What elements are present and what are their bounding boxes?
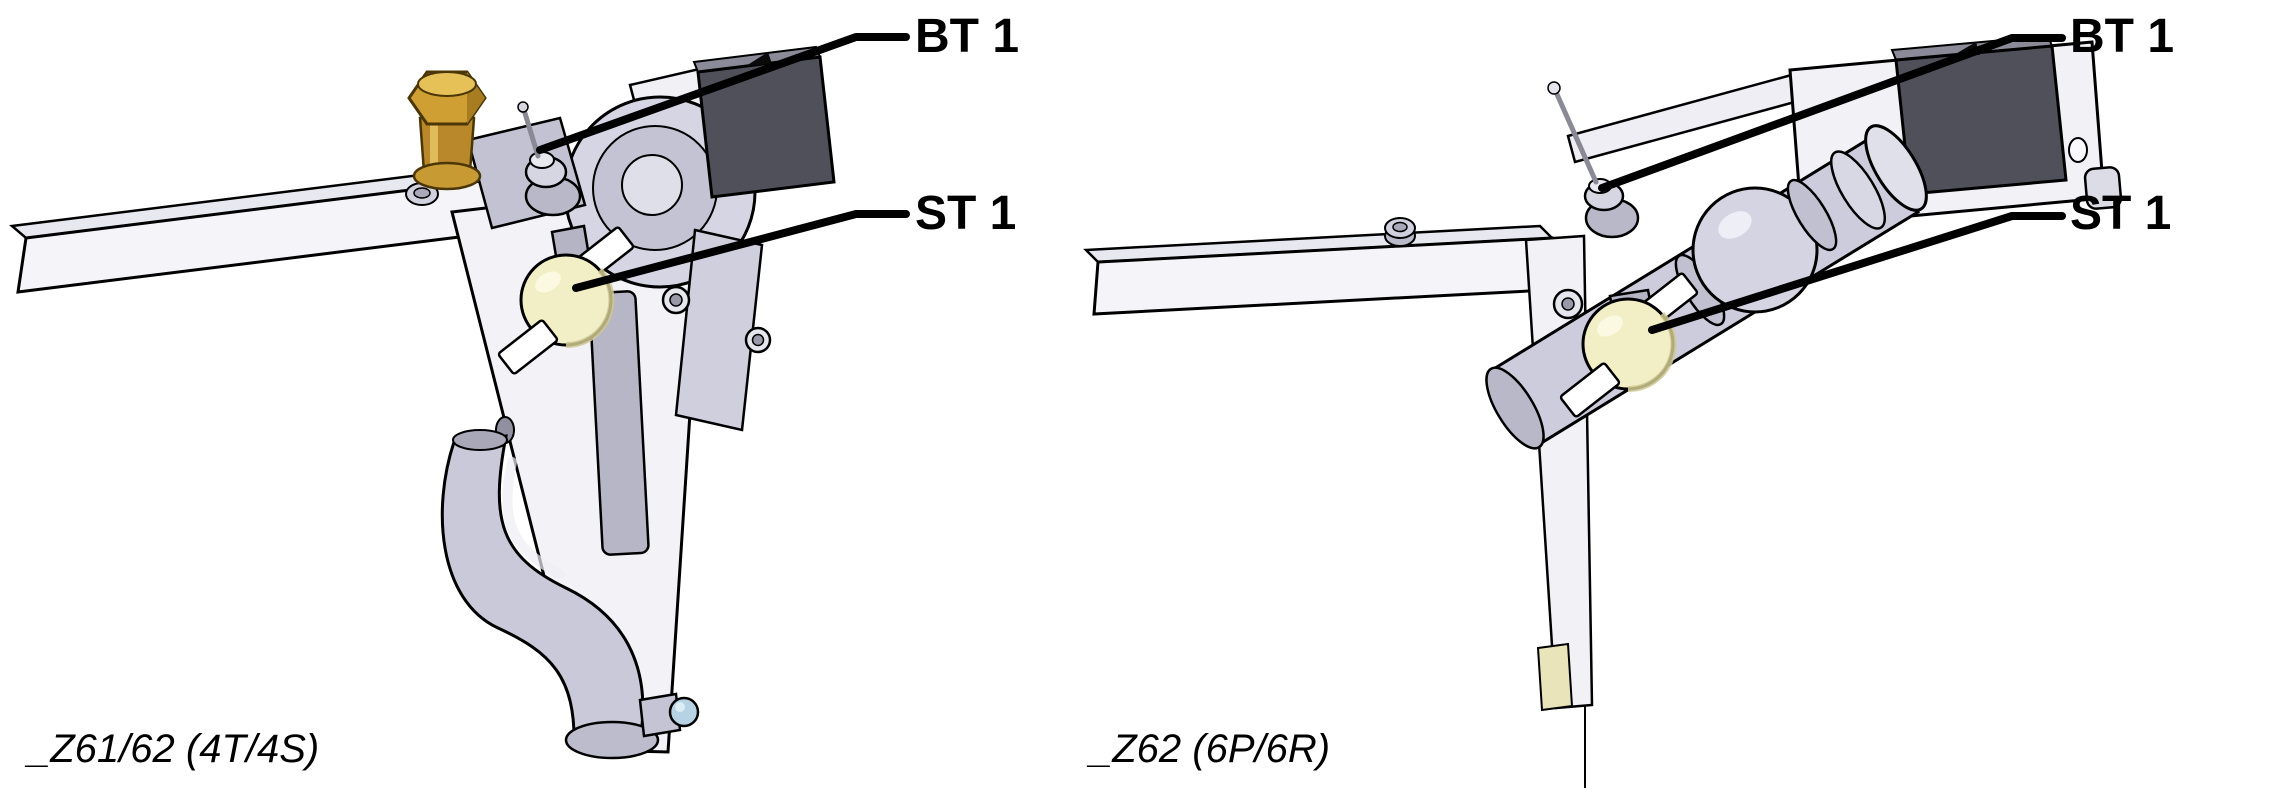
st1-valve-left [497, 224, 635, 375]
valve-tab-lower [1559, 362, 1621, 418]
callout-label-bt1-left: BT 1 [915, 10, 1020, 63]
figure-caption-left: _Z61/62 (4T/4S) [28, 727, 320, 771]
screw-1-right [1552, 288, 1584, 320]
bar-bolt-center [413, 187, 431, 199]
support-arm-left [674, 228, 764, 432]
bar-bolt-center [1392, 221, 1408, 233]
callout-leader-bt1-left [536, 33, 910, 154]
brass-hex-top [417, 71, 477, 97]
callout-label-st1-left: ST 1 [915, 187, 1017, 240]
pipe-highlight [502, 457, 565, 579]
pipe-flange [564, 720, 660, 760]
bracket-tab-right [2083, 166, 2123, 210]
figure-caption-right: _Z62 (6P/6R) [1090, 727, 1331, 771]
bracket-hole-right [2068, 137, 2088, 163]
sensor-pin-tip [517, 101, 529, 113]
pipe-left-cap [1485, 366, 1545, 450]
assembly-right [1083, 34, 2123, 788]
sensor-pin-tip [1547, 81, 1561, 95]
callout-leader-st1-right [1648, 212, 2066, 334]
mounting-bar-right [1083, 217, 1555, 316]
bt1-sensor-right [1547, 81, 1640, 239]
box-front-face [696, 55, 836, 199]
callout-label-st1-right: ST 1 [2070, 187, 2172, 240]
st1-valve-right [1559, 272, 1699, 418]
callout-leader-bt1-right [1598, 34, 2066, 192]
brass-fitting-left [407, 70, 487, 191]
actuator-hub [621, 154, 683, 216]
brass-neck-highlight [430, 122, 438, 168]
bt1-sensor-left [517, 101, 582, 217]
screw-2-left [744, 326, 772, 354]
pipe-cap-highlight [675, 702, 685, 712]
valve-tab-lower [497, 319, 559, 375]
sensor-pin [521, 107, 541, 159]
pipe-ring-right [1786, 178, 1838, 252]
pipe-ball-highlight [1718, 211, 1752, 239]
assembly-left [9, 33, 910, 760]
pipe-mouth [452, 429, 508, 451]
warning-triangle-icon [746, 52, 772, 66]
sensor-pin [1553, 89, 1599, 185]
pipe-stub [638, 692, 682, 738]
sensor-top [529, 151, 555, 169]
exhaust-pipe-left [440, 429, 700, 760]
pipe-end-flange [1864, 124, 1928, 212]
valve-ball-highlight [1597, 315, 1623, 337]
callout-label-bt1-right: BT 1 [2070, 10, 2175, 63]
screw-1-left [661, 285, 691, 315]
valve-ball-highlight [535, 271, 561, 293]
pipe-blue-cap [668, 696, 700, 728]
callout-leader-st1-left [572, 210, 910, 292]
bracket-strip-tan-foot [1536, 642, 1574, 712]
brass-flange [412, 161, 482, 191]
diagonal-strut-right [1566, 72, 1804, 164]
pipe-clamp [1830, 150, 1886, 230]
